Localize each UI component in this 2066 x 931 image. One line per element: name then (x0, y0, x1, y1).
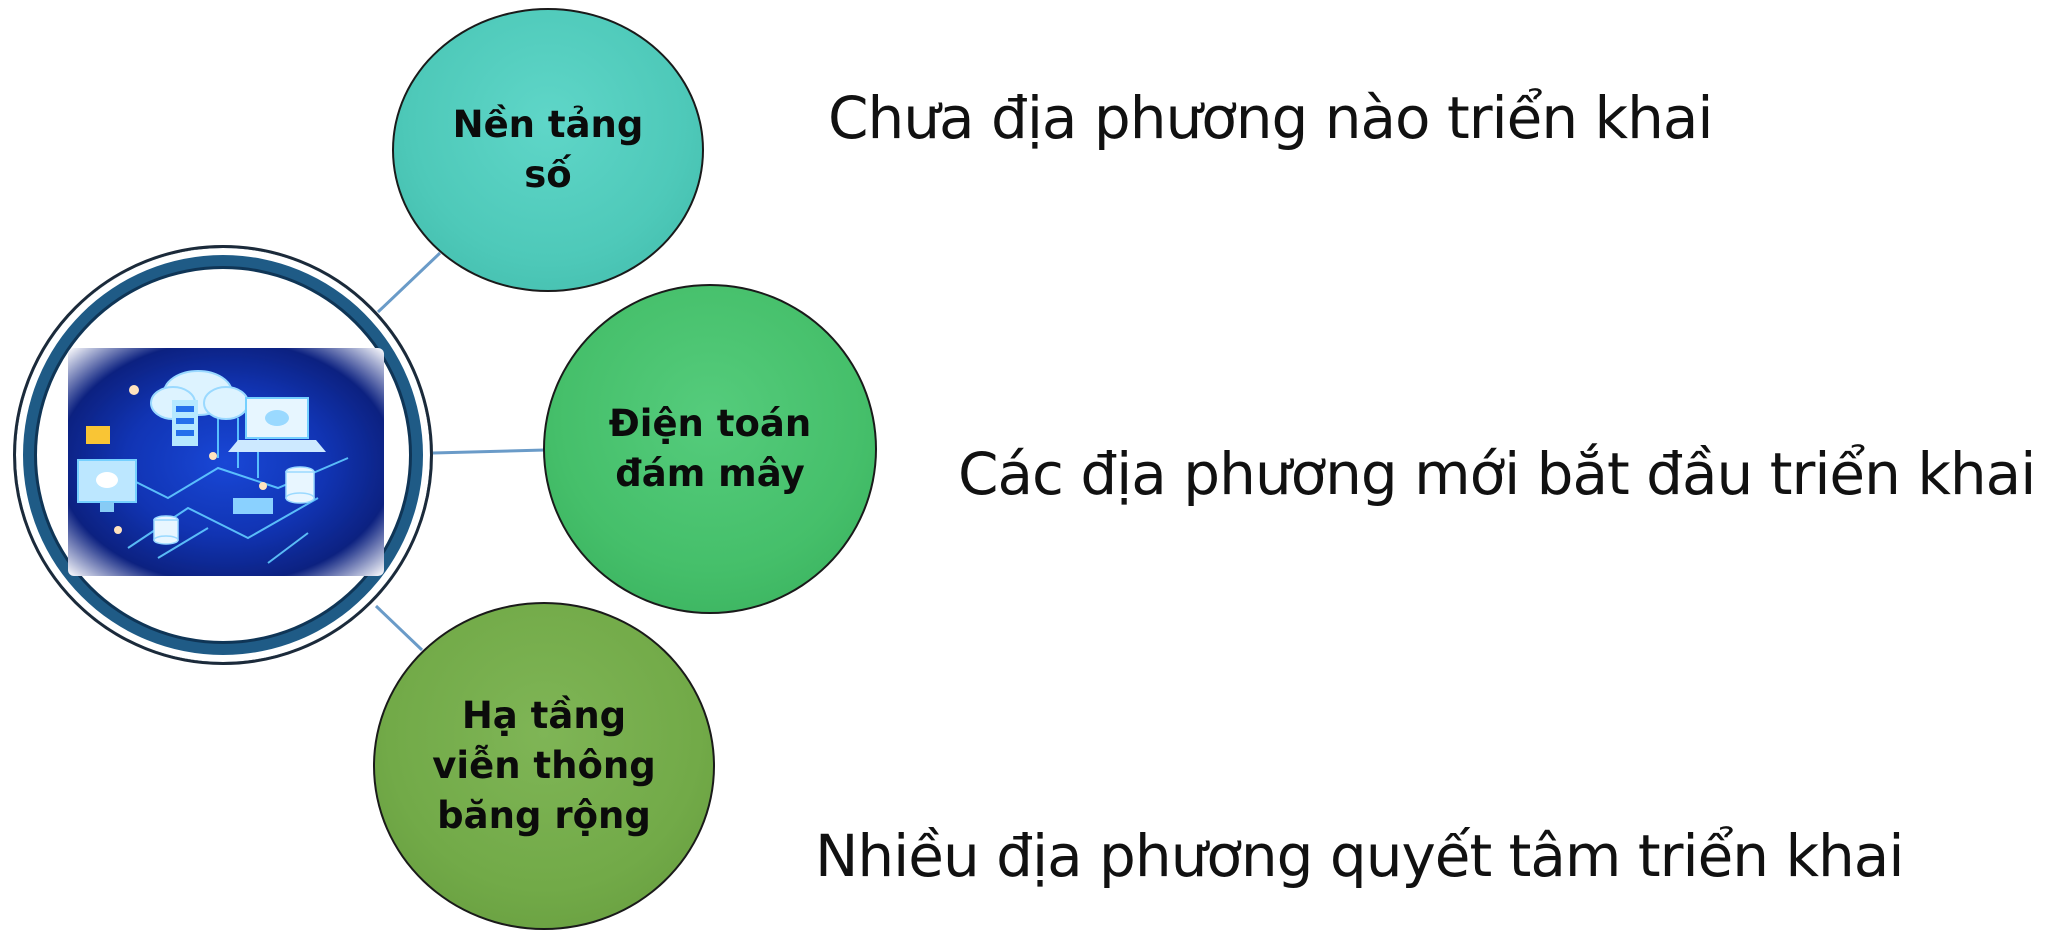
description-text-3: Nhiều địa phương quyết tâm triển khai (815, 822, 1904, 890)
node-label: Điện toán đám mây (608, 402, 812, 495)
description-text-1: Chưa địa phương nào triển khai (828, 84, 1714, 152)
node-label: Nền tảng số (452, 103, 644, 196)
node-dien-toan-dam-may: Điện toán đám mây (543, 284, 877, 614)
node-ha-tang-vien-thong: Hạ tầng viễn thông băng rộng (373, 602, 715, 930)
node-nen-tang-so: Nền tảng số (392, 8, 704, 292)
cloud-network-icon (77, 370, 349, 564)
connector-line-1 (376, 251, 442, 314)
description-text-2: Các địa phương mới bắt đầu triển khai (958, 440, 2036, 508)
hub-circle (13, 245, 433, 665)
connector-line-3 (374, 604, 424, 652)
connector-line-2 (432, 448, 546, 455)
node-label: Hạ tầng viễn thông băng rộng (432, 694, 656, 837)
cloud-data-center-illustration (68, 348, 384, 576)
